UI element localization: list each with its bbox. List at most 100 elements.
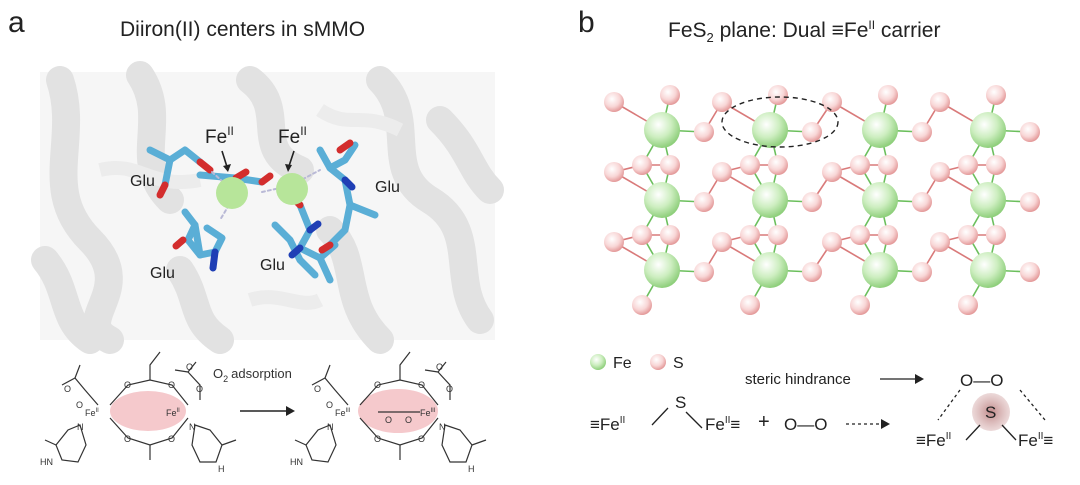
svg-text:O—O: O—O: [784, 415, 827, 434]
svg-text:H: H: [218, 464, 225, 474]
legend-fe-swatch: [590, 354, 606, 370]
s-atom: [740, 155, 760, 175]
legend: Fe S: [590, 354, 684, 372]
s-atom: [802, 122, 822, 142]
s-atom: [660, 225, 680, 245]
svg-text:HN: HN: [40, 457, 53, 467]
s-atom: [694, 192, 714, 212]
svg-text:O: O: [418, 380, 425, 390]
svg-text:O: O: [446, 384, 453, 394]
s-atom: [930, 232, 950, 252]
svg-text:HN: HN: [290, 457, 303, 467]
s-atom: [604, 232, 624, 252]
s-atom: [1020, 262, 1040, 282]
svg-text:S: S: [985, 403, 996, 422]
s-atom: [822, 162, 842, 182]
svg-text:O: O: [385, 415, 392, 425]
svg-text:+: +: [758, 411, 770, 433]
svg-text:≡FeII: ≡FeII: [916, 431, 951, 450]
fe-atom: [644, 182, 680, 218]
panel-b-figure: Fe S ≡FeII S FeII≡ + O—O steric hindranc…: [590, 85, 1053, 450]
steric-label: steric hindrance: [745, 371, 851, 388]
svg-text:FeII: FeII: [85, 408, 99, 418]
s-atom: [604, 162, 624, 182]
ligand-sticks: [146, 139, 379, 284]
svg-text:S: S: [675, 393, 686, 412]
s-atom: [986, 85, 1006, 105]
fe-atom: [862, 252, 898, 288]
s-atom: [986, 225, 1006, 245]
panel-b-title: FeS2 plane: Dual ≡FeII carrier: [668, 18, 941, 46]
fe-atom: [862, 182, 898, 218]
fe-atom: [862, 112, 898, 148]
fe-atom: [970, 182, 1006, 218]
s-atom: [878, 85, 898, 105]
fe-sphere-left: [216, 177, 248, 209]
s-atom: [930, 92, 950, 112]
s-atom: [694, 122, 714, 142]
fe-label-left: FeII: [205, 124, 234, 172]
fe-atom: [970, 112, 1006, 148]
legend-s-label: S: [673, 355, 684, 372]
s-atom: [632, 225, 652, 245]
svg-text:O: O: [168, 434, 175, 444]
fe-atom: [752, 252, 788, 288]
fe-label-right: FeII: [278, 124, 307, 172]
svg-text:O: O: [168, 380, 175, 390]
svg-text:N: N: [439, 422, 446, 432]
fe-atom: [644, 112, 680, 148]
svg-text:FeII: FeII: [205, 124, 234, 148]
svg-text:O: O: [436, 362, 443, 372]
svg-text:O: O: [124, 434, 131, 444]
legend-fe-label: Fe: [613, 355, 632, 372]
s-atom: [912, 262, 932, 282]
s-shade: [972, 393, 1010, 431]
reaction-scheme: ≡FeII S FeII≡ + O—O steric hindrance O—O…: [590, 371, 1053, 450]
panel-a-title: Diiron(II) centers in sMMO: [120, 18, 366, 41]
s-atom: [768, 85, 788, 105]
s-atom: [822, 232, 842, 252]
svg-text:N: N: [77, 422, 84, 432]
svg-text:O: O: [418, 434, 425, 444]
svg-text:FeII: FeII: [278, 124, 307, 148]
svg-text:O: O: [186, 362, 193, 372]
s-atom: [958, 155, 978, 175]
svg-text:N: N: [189, 422, 196, 432]
fe-atom: [970, 252, 1006, 288]
s-atom: [850, 225, 870, 245]
s-atom: [712, 162, 732, 182]
s-atom: [740, 225, 760, 245]
diiron-scheme-right: [294, 351, 487, 463]
s-atom: [1020, 192, 1040, 212]
panel-a-figure: FeII FeII Glu Glu Glu Glu FeII FeII O O …: [31, 61, 504, 474]
svg-text:O: O: [374, 380, 381, 390]
svg-text:H: H: [468, 464, 475, 474]
svg-text:N: N: [327, 422, 334, 432]
svg-text:≡FeII: ≡FeII: [590, 415, 625, 434]
svg-text:O: O: [76, 400, 83, 410]
s-atom: [878, 225, 898, 245]
svg-text:FeII: FeII: [166, 408, 180, 418]
fe-sphere-right: [276, 173, 308, 205]
s-atom: [878, 155, 898, 175]
diiron-scheme-left: [44, 351, 237, 463]
s-atom: [802, 192, 822, 212]
s-atom: [958, 225, 978, 245]
glu-label-4: Glu: [260, 257, 285, 274]
s-atom: [822, 92, 842, 112]
svg-text:O: O: [326, 400, 333, 410]
s-atom: [768, 155, 788, 175]
s-atom: [660, 155, 680, 175]
svg-text:O: O: [124, 380, 131, 390]
s-atom: [850, 155, 870, 175]
svg-text:O: O: [196, 384, 203, 394]
glu-label-1: Glu: [130, 173, 155, 190]
s-atom: [850, 295, 870, 315]
s-atom: [1020, 122, 1040, 142]
s-atom: [694, 262, 714, 282]
glu-label-3: Glu: [150, 265, 175, 282]
legend-s-swatch: [650, 354, 666, 370]
fes2-lattice: [604, 85, 1040, 315]
